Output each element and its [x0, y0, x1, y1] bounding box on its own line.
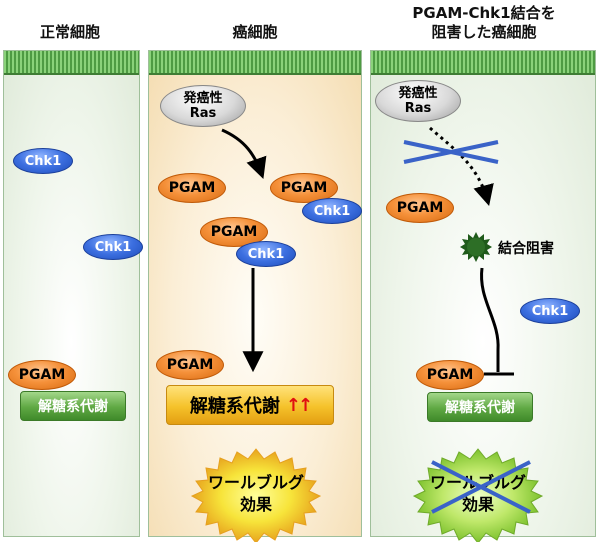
chk1-protein: Chk1 — [236, 241, 296, 267]
panel-title-inhibited: PGAM-Chk1結合を 阻害した癌細胞 — [368, 4, 600, 42]
ras-label-line1: 発癌性 — [398, 86, 438, 101]
ras-activation-arrow — [221, 128, 267, 179]
cell-membrane — [149, 51, 361, 75]
warburg-burst — [190, 448, 322, 542]
ras-label-line1: 発癌性 — [183, 91, 223, 106]
warburg-line1: ワールブルグ — [429, 473, 526, 492]
glycolysis-box: 解糖系代謝 — [20, 391, 126, 421]
binding-inhibition-label: 結合阻害 — [498, 241, 554, 257]
cell-membrane — [371, 51, 595, 75]
pgam-protein: PGAM — [156, 350, 224, 380]
blocked-ras-arrow — [429, 126, 494, 207]
glycolysis-label: 解糖系代謝 — [189, 396, 280, 417]
glycolysis-box: 解糖系代謝 — [427, 392, 533, 422]
ras-label-line2: Ras — [404, 101, 432, 116]
chk1-protein: Chk1 — [13, 148, 73, 174]
inhibitor-icon — [460, 232, 492, 262]
chk1-protein: Chk1 — [83, 234, 143, 260]
panel-title-inhibited-line2: 阻害した癌細胞 — [431, 23, 537, 41]
panel-title-inhibited-line1: PGAM-Chk1結合を — [412, 4, 556, 22]
chk1-protein: Chk1 — [520, 298, 580, 324]
panel-title-cancer: 癌細胞 — [232, 23, 278, 41]
ras-label-line2: Ras — [189, 106, 217, 121]
cell-membrane — [4, 51, 139, 75]
warburg-effect-label-suppressed: ワールブルグ 効果 — [428, 472, 528, 516]
block-cross-icon — [403, 140, 499, 164]
increase-arrows-icon: ↑↑ — [285, 394, 313, 416]
warburg-line1: ワールブルグ — [207, 473, 304, 492]
warburg-effect-label: ワールブルグ 効果 — [206, 472, 306, 516]
panel-normal-cell: 正常細胞 Chk1 Chk1 PGAM 解糖系代謝 — [0, 0, 143, 542]
normal-cell — [3, 50, 140, 537]
warburg-line2: 効果 — [239, 495, 272, 514]
glycolysis-box-enhanced: 解糖系代謝 ↑↑ — [166, 385, 334, 425]
pgam-protein: PGAM — [158, 173, 226, 203]
inhibition-line — [480, 267, 500, 372]
pgam-protein: PGAM — [8, 360, 76, 390]
chk1-protein: Chk1 — [302, 198, 362, 224]
warburg-line2: 効果 — [461, 495, 494, 514]
panel-title-normal: 正常細胞 — [39, 23, 100, 41]
pgam-protein: PGAM — [416, 360, 484, 390]
oncogenic-ras: 発癌性 Ras — [375, 80, 461, 122]
oncogenic-ras: 発癌性 Ras — [160, 85, 246, 127]
pgam-protein: PGAM — [386, 193, 454, 223]
